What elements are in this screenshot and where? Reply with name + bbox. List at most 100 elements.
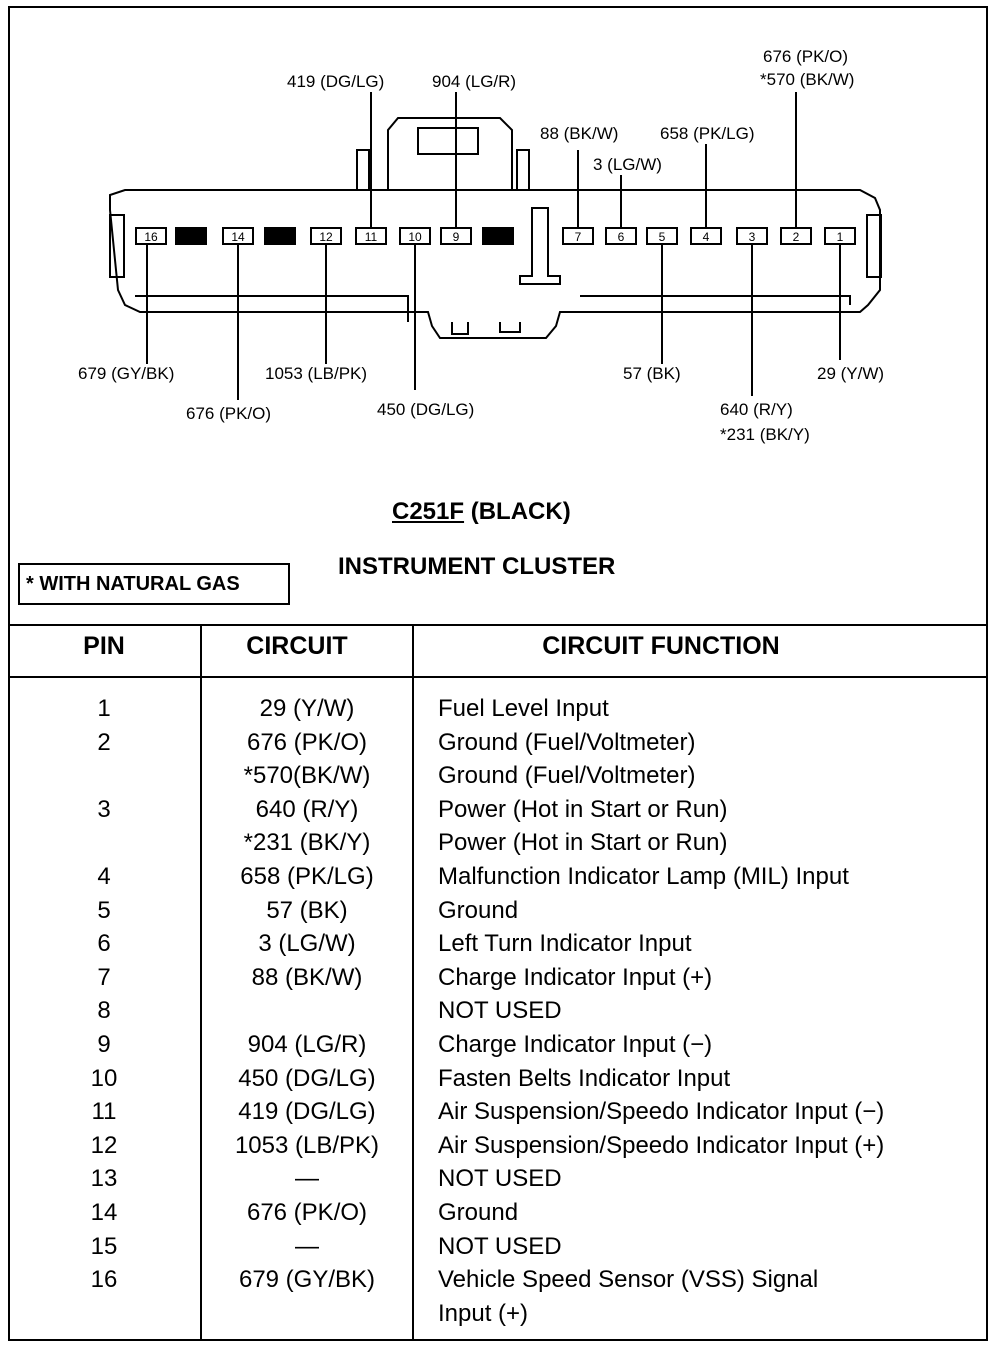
pin-cell: 4: [97, 863, 111, 890]
function-cell: Power (Hot in Start or Run): [438, 829, 728, 857]
pin-cell: 8: [97, 997, 111, 1025]
connector-rib-left: [356, 149, 370, 191]
pin-cavity-11: 11: [355, 227, 387, 245]
table-row: 6 3 (LG/W) Left Turn Indicator Input: [8, 927, 988, 961]
connector-latch-window: [417, 127, 479, 155]
pin-cell: 10: [90, 1064, 118, 1092]
pin-cell: 3: [97, 795, 111, 823]
table-row: 15—NOT USED: [8, 1230, 988, 1264]
function-cell: Vehicle Speed Sensor (VSS) Signal: [438, 1266, 819, 1294]
circuit-cell: 57 (BK): [266, 896, 348, 924]
pin-number: 3: [749, 230, 756, 244]
figure-frame: [8, 6, 988, 1341]
circuit-cell: *570(BK/W): [243, 762, 371, 790]
function-cell: Ground: [438, 896, 519, 924]
pin-cavity-4: 4: [690, 227, 722, 245]
connector-tab-right: [866, 214, 882, 278]
wire-label-1053: 1053 (LB/PK): [265, 364, 368, 383]
connector-ridge-right: [580, 295, 851, 305]
pin-cavity-14: 14: [222, 227, 254, 245]
circuit-cell: 658 (PK/LG): [240, 863, 374, 890]
pin-cell: 13: [90, 1165, 118, 1193]
table-row: 7 88 (BK/W) Charge Indicator Input (+): [8, 961, 988, 995]
pin-cell: 11: [91, 1098, 117, 1126]
connector-latch: [387, 117, 513, 190]
pin-cavity-16: 16: [135, 227, 167, 245]
pin-table: [8, 624, 988, 1343]
function-cell: Air Suspension/Speedo Indicator Input (−…: [438, 1098, 885, 1126]
pin-number: 16: [144, 230, 158, 244]
function-cell: Ground (Fuel/Voltmeter): [438, 762, 696, 790]
pin-cell: 7: [97, 963, 111, 991]
pin-number: 5: [659, 230, 666, 244]
circuit-cell: —: [295, 1165, 319, 1193]
pin-number: 6: [618, 230, 625, 244]
pin-number: 10: [408, 230, 422, 244]
connector-title: C251F (BLACK): [392, 498, 571, 526]
table-divider-2: [412, 626, 414, 1340]
circuit-cell: 676 (PK/O): [246, 728, 368, 756]
pin-cell: 2: [97, 728, 111, 756]
header-circuit: CIRCUIT: [246, 632, 348, 660]
function-cell: Charge Indicator Input (+): [438, 963, 713, 991]
wire-label-658: 658 (PK/LG): [660, 124, 755, 143]
connector-tab-left: [109, 214, 125, 278]
table-row: 13 — NOT USED: [8, 1162, 988, 1196]
pin-cavity-7: 7: [562, 227, 594, 245]
pin-cavity-9: 9: [440, 227, 472, 245]
table-row: 14 676 (PK/O) Ground: [8, 1196, 988, 1230]
circuit-cell: 676 (PK/O): [246, 1199, 368, 1226]
wire-label-231: *231 (BK/Y): [720, 425, 810, 444]
table-row: *231 (BK/Y) Power (Hot in Start or Run): [8, 826, 988, 860]
connector-name: INSTRUMENT CLUSTER: [338, 553, 616, 580]
wire-label-450: 450 (DG/LG): [377, 400, 475, 419]
wire-label-640: 640 (R/Y): [720, 400, 793, 419]
function-cell: NOT USED: [438, 1165, 562, 1193]
circuit-cell: 88 (BK/W): [251, 963, 363, 991]
circuit-cell: 640 (R/Y): [255, 795, 359, 823]
pin-number: 4: [703, 230, 710, 244]
function-cell: Left Turn Indicator Input: [438, 930, 692, 958]
pin-number: 7: [575, 230, 582, 244]
connector-ridge-left: [135, 295, 409, 322]
pin-number: 15: [184, 230, 198, 244]
table-header-rule: [8, 676, 988, 678]
function-cell: Malfunction Indicator Lamp (MIL) Input: [438, 863, 849, 890]
circuit-cell: 419 (DG/LG): [238, 1098, 376, 1126]
connector-rib-right: [516, 149, 530, 191]
wire-label-3: 3 (LG/W): [593, 155, 662, 174]
pin-cavity-6: 6: [605, 227, 637, 245]
function-cell: Air Suspension/Speedo Indicator Input (+…: [438, 1131, 885, 1159]
table-divider-1: [200, 626, 202, 1340]
circuit-cell: 3 (LG/W): [258, 930, 356, 958]
function-cell: Ground: [438, 1199, 519, 1226]
pin-cavity-8: 8: [482, 227, 514, 245]
connector-id: C251F: [392, 498, 465, 525]
circuit-cell: *231 (BK/Y): [243, 829, 371, 857]
wire-label-57: 57 (BK): [623, 364, 681, 383]
pin-cell: 6: [97, 930, 111, 958]
natural-gas-note: * WITH NATURAL GAS: [18, 563, 290, 605]
pin-number: 2: [793, 230, 800, 244]
circuit-cell: 450 (DG/LG): [238, 1064, 376, 1092]
function-cell: Fuel Level Input: [438, 695, 609, 722]
pin-cavity-12: 12: [310, 227, 342, 245]
pin-cell: 1: [97, 695, 111, 722]
wire-label-679: 679 (GY/BK): [78, 364, 175, 383]
pin-cell: 14: [90, 1199, 118, 1226]
table-row: 10 450 (DG/LG) Fasten Belts Indicator Inpu…: [8, 1062, 988, 1096]
circuit-cell: 679 (GY/BK): [238, 1266, 376, 1294]
pin-cell: 15: [90, 1232, 118, 1260]
pin-cavity-5: 5: [646, 227, 678, 245]
pin-cavity-10: 10: [399, 227, 431, 245]
pin-number: 8: [495, 230, 502, 244]
function-cell: Fasten Belts Indicator Input: [438, 1064, 731, 1092]
connector-key-slot: [519, 207, 561, 285]
pin-number: 11: [365, 230, 378, 244]
